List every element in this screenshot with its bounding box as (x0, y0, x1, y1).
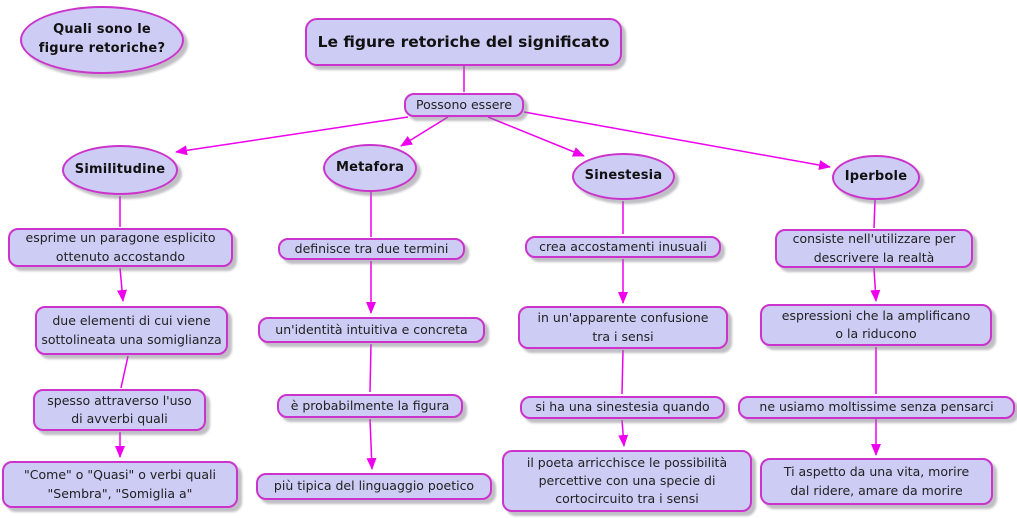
concept-similitudine[interactable]: Similitudine (62, 145, 178, 195)
node-sinestesia-2[interactable]: in un'apparente confusione tra i sensi (518, 306, 728, 349)
node-iperbole-3[interactable]: ne usiamo moltissime senza pensarci (738, 396, 1015, 419)
arrow-root-to-sinestesia (487, 116, 585, 157)
arrow-metafora-2 (366, 418, 377, 470)
arrow-root-to-metafora (400, 116, 449, 147)
arrow-similitudine-1 (117, 267, 127, 302)
link-similitudine-2 (120, 355, 129, 389)
node-sinestesia-4[interactable]: il poeta arricchisce le possibilità perc… (502, 450, 752, 512)
arrow-iperbole-1 (870, 267, 881, 302)
node-sinestesia-3[interactable]: si ha una sinestesia quando (520, 396, 725, 419)
node-similitudine-3[interactable]: spesso attraverso l'uso di avverbi quali (33, 389, 206, 431)
node-similitudine-4[interactable]: "Come" o "Quasi" o verbi quali "Sembra",… (2, 461, 238, 508)
node-iperbole-4[interactable]: Ti aspetto da una vita, morire dal rider… (760, 458, 993, 505)
node-metafora-3[interactable]: è probabilmente la figura (277, 394, 463, 418)
node-metafora-2[interactable]: un'identità intuitiva e concreta (258, 317, 485, 343)
link-iperbole-1 (873, 199, 876, 229)
node-iperbole-1[interactable]: consiste nell'utilizzare per descrivere … (775, 229, 973, 268)
concept-metafora[interactable]: Metafora (323, 144, 417, 192)
node-similitudine-2[interactable]: due elementi di cui viene sottolineata u… (35, 306, 228, 355)
node-metafora-1[interactable]: definisce tra due termini (278, 238, 465, 260)
question-bubble[interactable]: Quali sono le figure retoriche? (20, 6, 184, 74)
node-iperbole-2[interactable]: espressioni che la amplificano o la ridu… (760, 304, 992, 346)
concept-sinestesia[interactable]: Sinestesia (572, 153, 675, 200)
link-metafora-2 (369, 343, 372, 393)
arrow-sinestesia-2 (618, 419, 629, 447)
map-title[interactable]: Le figure retoriche del significato (305, 18, 622, 66)
concept-iperbole[interactable]: Iperbole (832, 155, 920, 200)
node-sinestesia-1[interactable]: crea accostamenti inusuali (525, 236, 721, 258)
linking-phrase-root[interactable]: Possono essere (404, 93, 524, 117)
node-metafora-4[interactable]: più tipica del linguaggio poetico (256, 473, 492, 500)
arrow-root-to-iperbole (523, 111, 831, 170)
node-similitudine-1[interactable]: esprime un paragone esplicito ottenuto a… (8, 228, 233, 267)
link-sinestesia-2 (621, 349, 624, 395)
